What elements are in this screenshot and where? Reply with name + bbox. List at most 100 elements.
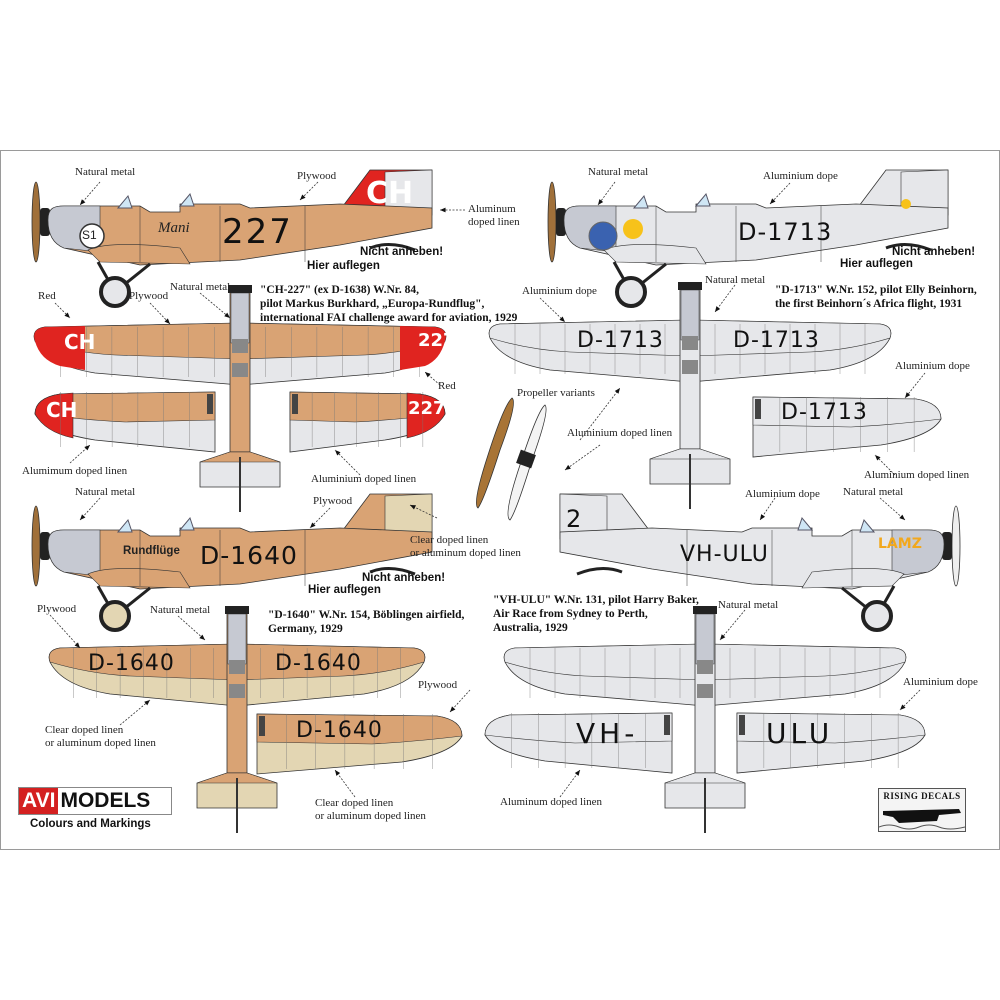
- callout: Red: [38, 290, 56, 302]
- callout: Clear doped linen or aluminum doped line…: [45, 724, 156, 749]
- arrow-head: [875, 455, 881, 461]
- aircraft-caption: "D-1713" W.Nr. 152, pilot Elly Beinhorn,…: [775, 284, 977, 310]
- roundel-text: S1: [82, 228, 97, 242]
- wing-marking: D-1713: [733, 328, 820, 353]
- callout-arrow: [539, 297, 566, 323]
- d1713-lower-wing: [752, 396, 942, 458]
- engine-cowling: [891, 529, 945, 577]
- aircraft-caption: "D-1640" W.Nr. 154, Böblingen airfield, …: [268, 609, 465, 635]
- arrow-head: [614, 388, 620, 394]
- d1640-side-view: [31, 493, 433, 632]
- engine-cylinders: [40, 208, 50, 236]
- fin-marking: 2: [566, 505, 583, 533]
- callout: Aluminum doped linen: [468, 203, 520, 228]
- script-name: Mani: [158, 220, 190, 236]
- arrow-line: [904, 372, 926, 399]
- windshield: [178, 192, 195, 207]
- cockpit: [229, 684, 245, 698]
- d1713-side-view: [547, 169, 949, 308]
- callout: Plywood: [313, 495, 353, 507]
- callout-arrow: [879, 497, 906, 521]
- engine-top: [230, 292, 250, 344]
- callout-arrow: [449, 689, 471, 713]
- stencil-no-lift: Nicht anheben!: [362, 572, 446, 584]
- callout: Natural metal: [843, 486, 904, 498]
- callout: Clear doped linen or aluminum doped line…: [410, 534, 521, 559]
- windshield: [178, 516, 195, 531]
- engine-front: [228, 285, 252, 293]
- cockpit: [229, 660, 245, 674]
- arrow-line: [119, 699, 151, 726]
- callout-arrow: [719, 609, 746, 641]
- vhulu-top-view: [503, 606, 907, 833]
- arrow-head: [565, 464, 571, 470]
- wing-marking: ULU: [766, 717, 834, 750]
- strut-fitting: [755, 399, 761, 419]
- shell-logo: [901, 199, 911, 209]
- red-wingtip: [406, 392, 446, 439]
- arrow-head: [199, 634, 205, 640]
- callout-arrow: [334, 449, 361, 476]
- fin-marking: CH: [366, 176, 414, 211]
- callout-arrow: [714, 284, 736, 313]
- callout: Aluminum doped linen: [500, 796, 603, 808]
- fuselage-number: VH-ULU: [680, 542, 769, 567]
- wing-panel-surface: [256, 713, 463, 745]
- red-wingtip: [34, 392, 74, 439]
- tail-skid: [576, 567, 623, 576]
- windshield: [116, 518, 133, 533]
- callout-arrow: [409, 504, 438, 519]
- callout-arrow: [769, 182, 791, 205]
- arrow-head: [80, 514, 86, 520]
- logo-subtitle: Colours and Markings: [30, 818, 151, 830]
- wing-marking: D-1713: [577, 328, 664, 353]
- propeller: [547, 181, 557, 263]
- arrow-head: [450, 706, 456, 712]
- cockpit: [682, 336, 698, 350]
- cockpit: [697, 684, 713, 698]
- callout-arrow: [119, 699, 151, 726]
- engine-cylinders: [40, 532, 50, 560]
- red-wingtip: [400, 326, 446, 370]
- ch227-lower-wing-right: [289, 391, 446, 453]
- stencil-no-lift: Nicht anheben!: [360, 246, 444, 258]
- aircraft-caption: "CH-227" (ex D-1638) W.Nr. 84, pilot Mar…: [260, 284, 518, 324]
- arrow-line: [177, 615, 206, 641]
- wheel: [615, 276, 647, 308]
- arrow-line: [149, 302, 171, 325]
- wing-marking: VH-: [576, 717, 639, 750]
- propeller: [951, 505, 961, 587]
- callout: Aluminium dope: [745, 488, 820, 500]
- wheel: [99, 276, 131, 308]
- arrow-head: [899, 514, 905, 520]
- engine-cylinders: [942, 532, 952, 560]
- fuselage-number: D-1640: [200, 541, 298, 570]
- arrow-head: [224, 312, 230, 318]
- ch227-lower-wing-left: [34, 391, 216, 453]
- tail-skid: [369, 567, 416, 576]
- arrow-head: [335, 770, 341, 776]
- wing-panel-surface: [484, 712, 673, 744]
- arrow-line: [49, 614, 81, 649]
- arrow-head: [64, 312, 70, 318]
- lamz-logo: LAMZ: [878, 536, 922, 552]
- callout-arrow: [559, 769, 581, 798]
- d1640-lower-wing: [256, 713, 463, 775]
- fuselage-number: 227: [222, 212, 293, 252]
- stencil-lift-here: Hier auflegen: [840, 258, 913, 270]
- arrow-line: [579, 387, 621, 441]
- arrow-head: [559, 316, 565, 322]
- arrow-head: [715, 306, 721, 312]
- callout: Aluminium dope: [522, 285, 597, 297]
- arrow-line: [719, 609, 746, 641]
- tail-skid: [885, 243, 932, 252]
- callout: Red: [438, 380, 456, 392]
- callout-arrow: [874, 454, 896, 476]
- arrow-line: [309, 507, 331, 529]
- wing-root: [87, 244, 191, 265]
- engine-front: [678, 282, 702, 290]
- wing-root: [603, 244, 707, 265]
- engine-cowling: [47, 529, 101, 577]
